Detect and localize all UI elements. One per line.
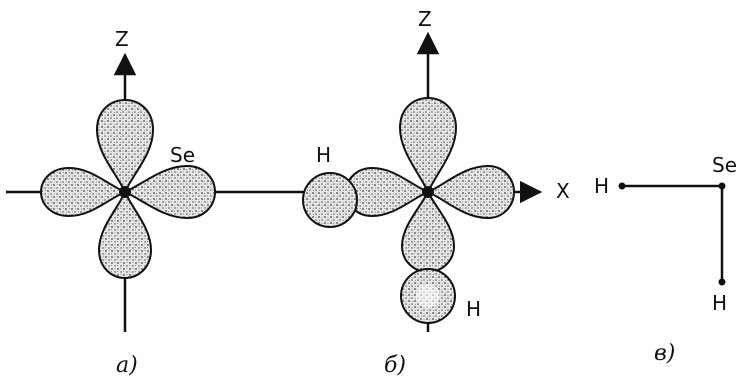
panel-b-lobe-up [398,96,458,195]
panel-a-lobe-up [95,98,155,195]
panel-b-caption: б) [384,353,406,378]
panel-c-caption: в) [654,341,675,366]
panel-c-hydrogen-bottom-dot [718,278,726,286]
panel-b-z-label: Z [418,7,432,31]
panel-b-hydrogen-bottom-core [416,284,440,308]
panel-b-lobe-left [344,166,431,218]
panel-b-lobe-right [425,164,516,220]
panel-c-hydrogen-bottom-label: H [712,291,727,315]
panel-b-x-label: X [556,179,570,203]
panel-a-z-label: Z [115,27,129,51]
panel-a-se-label: Se [170,143,195,167]
panel-b-hydrogen-left-orbital [302,172,358,228]
panel-b-hydrogen-left-label: H [316,143,331,167]
panel-c-hydrogen-left-dot [618,182,626,190]
panel-a-lobe-down [97,189,153,280]
panel-a-lobe-right [122,164,217,220]
panel-c-hydrogen-left-label: H [594,174,609,198]
panel-a-nucleus [119,186,131,198]
panel-a-lobe-left [39,166,128,218]
panel-b-nucleus [422,186,434,198]
panel-c: H Se H в) [594,153,737,366]
panel-a-caption: а) [116,353,138,378]
panel-c-se-label: Se [712,153,737,177]
panel-a: Z Se а) [6,27,306,378]
panel-b-lobe-down [400,189,456,274]
panel-b-hydrogen-bottom-label: H [466,297,481,321]
panel-b: Z X H H б) [302,7,570,378]
panel-c-se-dot [718,182,726,190]
